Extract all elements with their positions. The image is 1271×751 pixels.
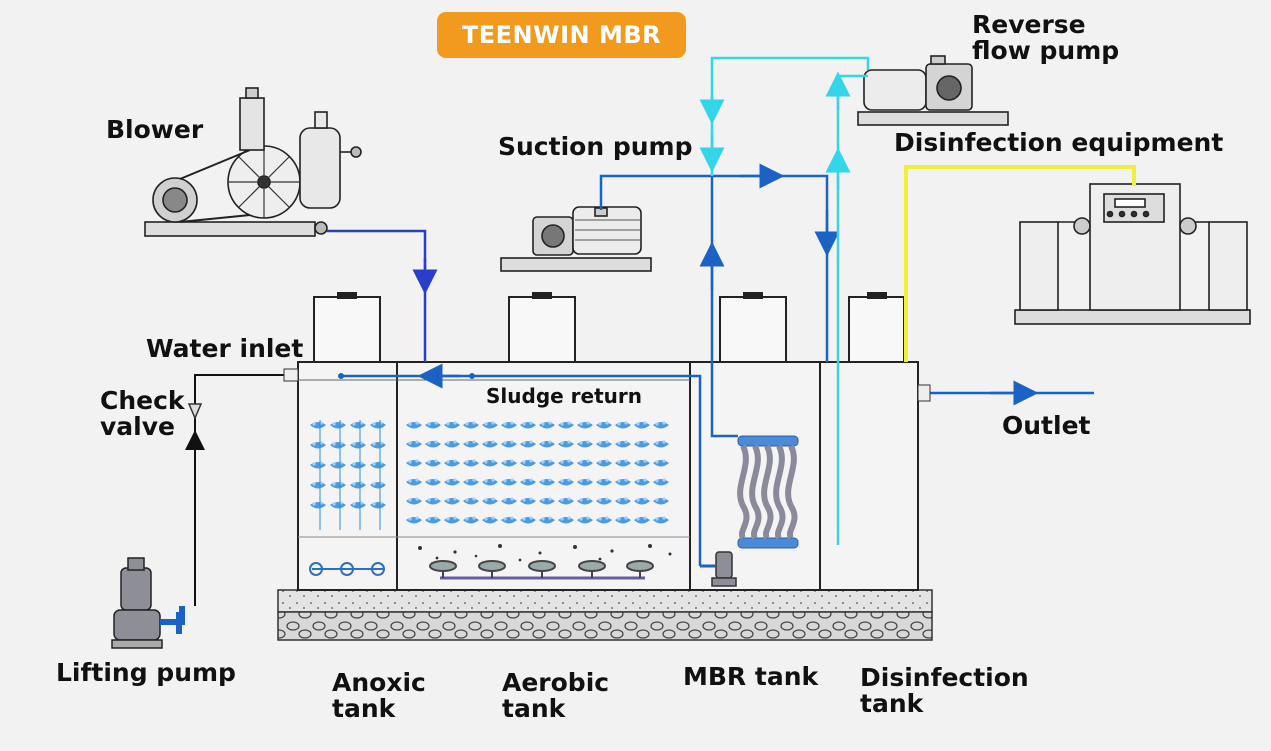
sludge-return-label: Sludge return [486,384,642,408]
check-valve-label: Check valve [100,386,185,441]
anoxic-bubbles [310,420,386,530]
title-badge: TEENWIN MBR [437,12,686,58]
mbr-sludge-pump [700,551,737,587]
suction-pump-machine [500,206,652,272]
water-inlet-label: Water inlet [146,334,304,363]
outlet-label: Outlet [1002,411,1091,440]
suction-pump-label: Suction pump [498,132,693,161]
foundation [277,589,933,641]
check-valve-icon [187,403,203,420]
blower-label: Blower [106,115,204,144]
disinfection-equipment-label: Disinfection equipment [894,128,1224,157]
inlet-pipe [194,374,290,606]
disinfectant-pipe [904,165,1136,362]
permeate-pipe [599,174,829,362]
disinfection-tank-label: Disinfection tank [860,663,1029,718]
aerobic-diffusers [429,560,654,580]
anoxic-mixer [309,562,385,576]
anoxic-tank-label: Anoxic tank [332,668,426,723]
blower-machine [144,87,362,237]
sludge-return-pipe [341,374,702,566]
aerobic-sediment [418,544,672,562]
reverse-flow-pump-label: Reverse flow pump [972,10,1120,65]
lifting-pump-machine [111,557,185,649]
tank-body [297,361,919,591]
lifting-pump-label: Lifting pump [56,658,236,687]
mbr-membrane-module [737,435,799,549]
mbr-tank-label: MBR tank [683,662,819,691]
disinfection-equipment-machine [1014,183,1251,325]
tank-manholes [313,292,905,363]
reverse-flow-pump-machine [857,55,1009,126]
air-pipe [327,229,427,362]
aerobic-tank-label: Aerobic tank [502,668,610,723]
